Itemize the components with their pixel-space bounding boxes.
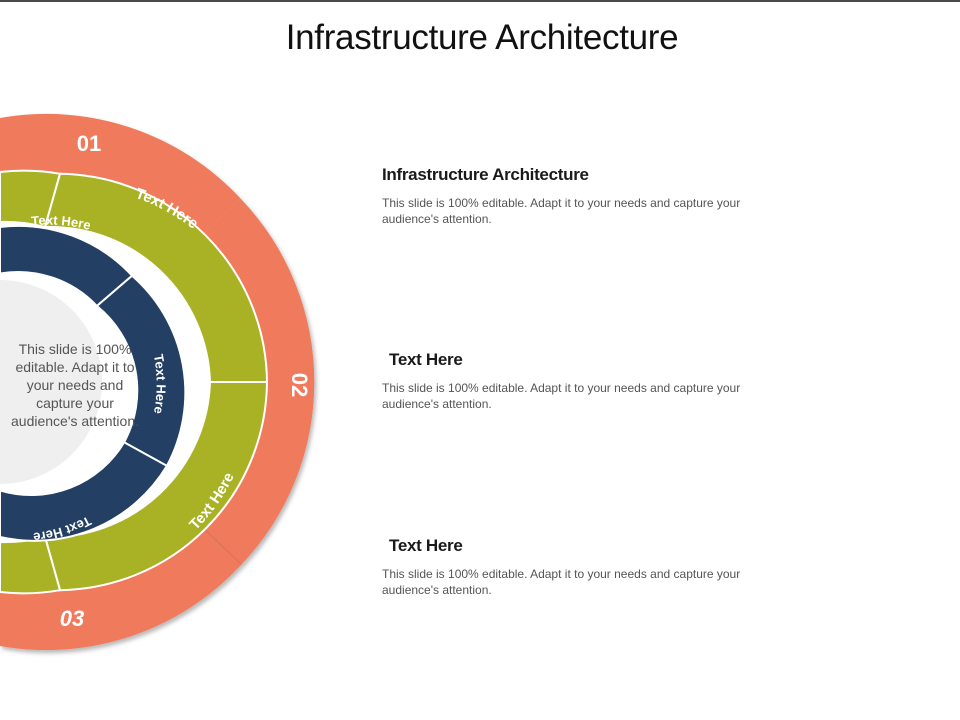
center-text: This slide is 100% editable. Adapt it to… [11, 341, 139, 429]
center-circle [0, 280, 102, 484]
info-heading-1: Infrastructure Architecture [382, 165, 589, 184]
info-block-1: Infrastructure Architecture This slide i… [382, 165, 762, 227]
top-rule [0, 0, 960, 2]
info-body-1: This slide is 100% editable. Adapt it to… [382, 196, 741, 226]
outer-label-03: 03 [60, 606, 84, 631]
info-block-3: Text Here This slide is 100% editable. A… [382, 536, 769, 598]
outer-label-01: 01 [77, 131, 101, 156]
info-heading-2: Text Here [389, 350, 463, 369]
inner-segment-3 [0, 440, 169, 542]
info-block-2: Text Here This slide is 100% editable. A… [382, 350, 769, 412]
middle-ring [0, 169, 269, 595]
info-body-3: This slide is 100% editable. Adapt it to… [382, 567, 741, 597]
info-body-2: This slide is 100% editable. Adapt it to… [382, 381, 741, 411]
inner-label-2: Text Here [151, 353, 169, 415]
inner-label-2-text: Text Here [151, 353, 169, 415]
inner-ring [0, 224, 187, 542]
outer-label-02: 02 [287, 373, 312, 397]
page-title: Infrastructure Architecture [285, 18, 679, 57]
info-heading-3: Text Here [389, 536, 463, 555]
